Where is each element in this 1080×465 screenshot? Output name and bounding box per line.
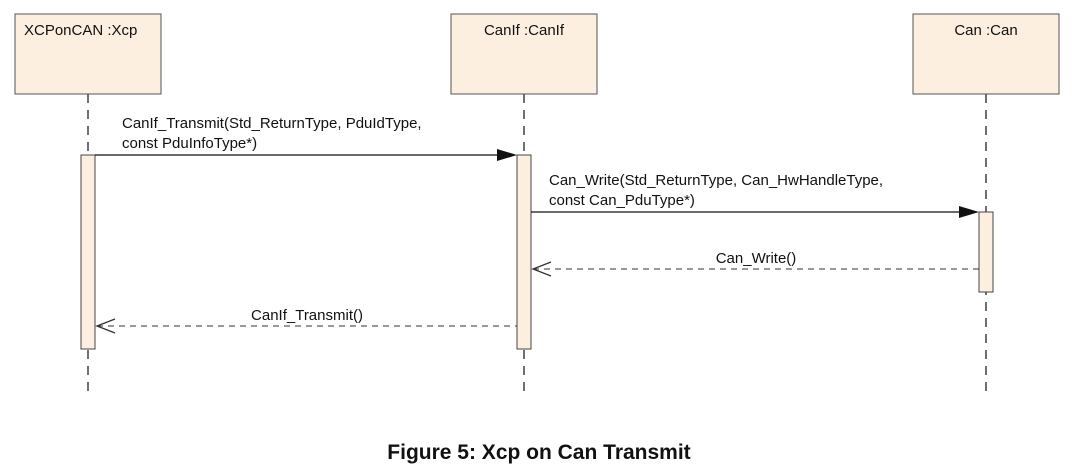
message-canif-transmit-call-label-line-1: CanIf_Transmit(Std_ReturnType, PduIdType… [122, 115, 422, 132]
message-canif-transmit-call-label-line-2: const PduInfoType*) [122, 135, 257, 152]
activation-xcp [80, 154, 96, 350]
activation-canif [516, 154, 532, 350]
lifeline-can-label: Can :Can [954, 22, 1017, 39]
lifeline-xcp: XCPonCAN :Xcp [14, 13, 162, 393]
lifeline-xcp-box [14, 13, 162, 95]
lifeline-can: Can :Can [912, 13, 1060, 393]
message-can-write-call-label-line-2: const Can_PduType*) [549, 192, 695, 209]
message-canif-transmit-call: CanIf_Transmit(Std_ReturnType, PduIdType… [95, 115, 517, 161]
lifeline-canif: CanIf :CanIf [450, 13, 598, 393]
message-can-write-return-label: Can_Write() [716, 250, 797, 267]
message-can-write-return: Can_Write() [531, 250, 979, 277]
figure-caption: Figure 5: Xcp on Can Transmit [387, 441, 690, 464]
lifeline-canif-label: CanIf :CanIf [484, 22, 565, 39]
arrowhead-filled [497, 149, 517, 161]
message-can-write-call: Can_Write(Std_ReturnType, Can_HwHandleTy… [531, 172, 979, 218]
lifeline-xcp-label: XCPonCAN :Xcp [24, 22, 137, 39]
arrowhead-open [531, 261, 552, 277]
lifeline-canif-box [450, 13, 598, 95]
message-canif-transmit-return: CanIf_Transmit() [95, 307, 517, 334]
message-canif-transmit-return-label: CanIf_Transmit() [251, 307, 363, 324]
activation-can [978, 211, 994, 293]
lifeline-can-box [912, 13, 1060, 95]
message-can-write-call-label-line-1: Can_Write(Std_ReturnType, Can_HwHandleTy… [549, 172, 883, 189]
arrowhead-filled [959, 206, 979, 218]
arrowhead-open [95, 318, 116, 334]
